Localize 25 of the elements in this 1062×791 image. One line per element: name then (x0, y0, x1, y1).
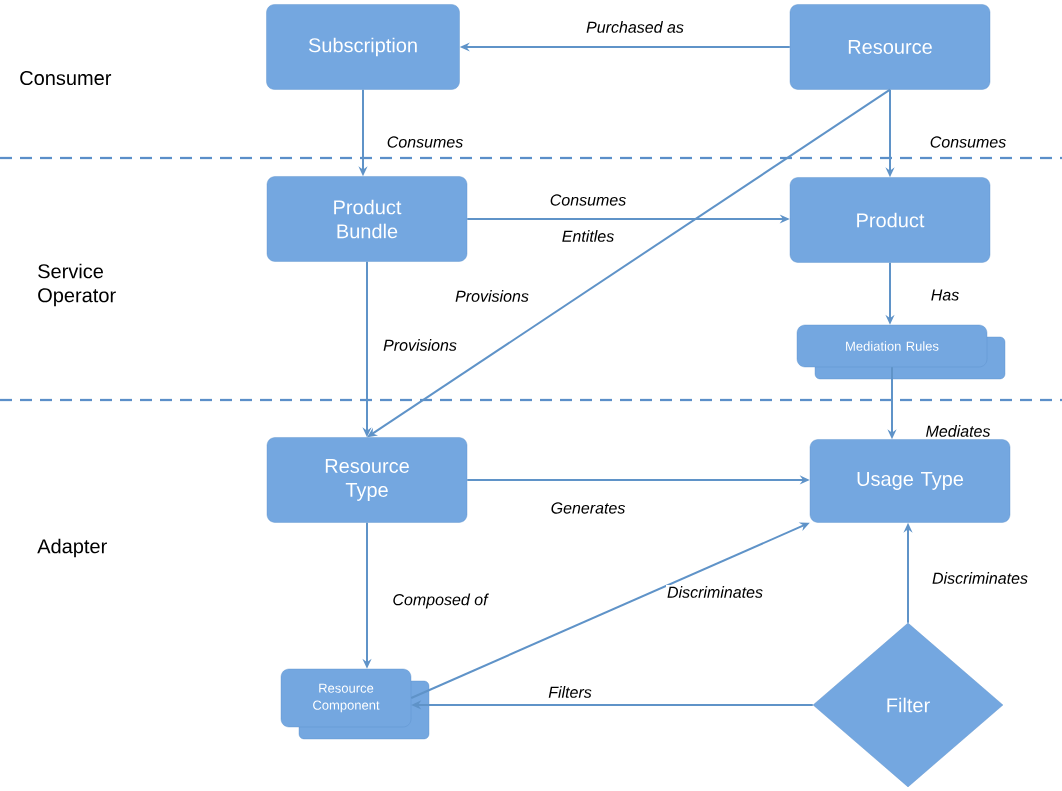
edge-label: Consumes (385, 135, 465, 149)
edge-label: Provisions (454, 289, 530, 303)
edge-label: Consumes (928, 135, 1008, 149)
process-box: Resource Type (266, 437, 468, 523)
lane-label: Service Operator (38, 263, 116, 307)
edge-label: Filters (547, 685, 593, 699)
lane-label: Consumer (20, 70, 112, 86)
process-box: Usage Type (809, 439, 1011, 523)
text-label: Entitles (560, 229, 616, 243)
edge-label: Provisions (382, 338, 458, 352)
lane-label: Adapter (37, 538, 107, 558)
process-box: Product Bundle (266, 176, 468, 262)
edge-label: Purchased as (585, 20, 685, 34)
stacked-box: Mediation Rules (796, 324, 1006, 380)
stacked-box: Resource Component (280, 668, 430, 740)
edge-label: Consumes (548, 193, 628, 207)
edge-label: Mediates (924, 424, 992, 438)
edge-label: Composed of (391, 592, 489, 610)
edge-label: Discriminates (666, 585, 764, 599)
edge-label: Generates (549, 501, 627, 515)
process-box: Resource (789, 4, 991, 90)
process-box: Subscription (266, 4, 460, 90)
edge-label: Has (929, 288, 961, 302)
edge-label: Discriminates (931, 571, 1029, 585)
process-box: Product (789, 177, 991, 263)
